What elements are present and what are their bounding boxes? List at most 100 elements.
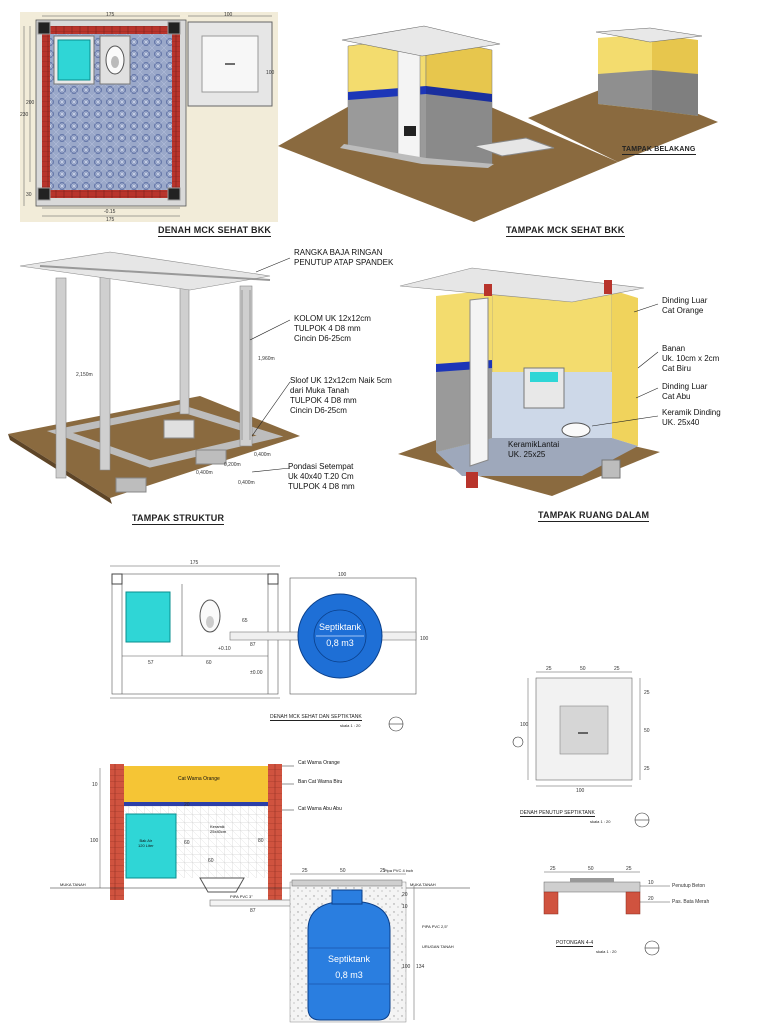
section-dim-20b: 20 [402, 892, 408, 898]
exterior-view-panel: TAMPAK BELAKANG [278, 12, 768, 222]
dim-drop: -0.15 [104, 209, 116, 215]
section-dim-10: 10 [92, 782, 98, 788]
dim-200: 200 [26, 100, 35, 106]
section-bak-air: Bak Air 120 Liter [138, 838, 154, 848]
section-dim-25b: 25 [380, 868, 386, 874]
floor-plan-title: DENAH MCK SEHAT BKK [158, 225, 272, 237]
plan-septic-drawing [110, 565, 417, 699]
section-dim-80: 80 [258, 838, 264, 844]
section-pipe-3: PIPA PVC 3" [230, 894, 253, 899]
dim-100-right: 100 [266, 70, 275, 76]
section-dim-10b: 10 [402, 904, 408, 910]
cut-label-cover: Penutup Beton [672, 883, 706, 889]
exterior-view-title: TAMPAK MCK SEHAT BKK [506, 225, 625, 237]
dim-top-100: 100 [224, 12, 233, 18]
section-marker-icon [634, 812, 650, 828]
label-outer-wall-grey: Dinding Luar Cat Abu [662, 382, 708, 401]
plan-septic-scale: skala 1 : 20 [340, 723, 361, 728]
section-dim-20: 20 [184, 802, 190, 808]
label-sloof: Sloof UK 12x12cm Naik 5cm dari Muka Tana… [290, 376, 392, 415]
dim-0200: 0,200m [224, 462, 241, 468]
section-muka-tanah-left: MUKA TANAH [60, 882, 86, 887]
cut-dim-10: 10 [648, 880, 654, 886]
interior-view-title: TAMPAK RUANG DALAM [538, 510, 650, 522]
exterior-view-drawing [278, 25, 718, 222]
cover-dim-top-25b: 25 [614, 666, 620, 672]
label-roof-frame: RANGKA BAJA RINGAN PENUTUP ATAP SPANDEK [294, 248, 394, 267]
north-arrow-icon [388, 716, 404, 732]
section-keramik: Keramik 25x40cm [210, 824, 227, 834]
structure-view-panel: 2,150m 1,960m 0,400m 0,400m 0,400m 0,200… [0, 240, 394, 510]
dim-57-plan: 57 [148, 660, 154, 666]
cut-dim-25a: 25 [550, 866, 556, 872]
section-paint-orange: Cat Warna Orange [298, 760, 340, 766]
cut-dim-50: 50 [588, 866, 594, 872]
section-pipe-top: Pipa PVC 4 inch [384, 868, 414, 873]
section-dim-60b: 60 [208, 858, 214, 864]
level-zero: ±0.00 [250, 670, 263, 676]
dim-1960: 1,960m [258, 356, 275, 362]
section-tank-volume: 0,8 m3 [335, 970, 363, 980]
cover-dim-top-25a: 25 [546, 666, 552, 672]
floor-plan-panel: 175 100 200 230 30 100 -0.15 175 [20, 12, 278, 223]
dim-230: 230 [20, 112, 29, 118]
plan-septic-panel: 175 100 57 60 65 87 +0.10 ±0.00 100 Sept… [100, 560, 430, 740]
cut-44-panel: 25 50 25 10 20 Penutup Beton Pas. Bata M… [530, 866, 710, 926]
septic-cover-plan-drawing [512, 671, 641, 787]
dim-60-plan: 60 [206, 660, 212, 666]
cover-dim-right-50: 50 [644, 728, 650, 734]
section-paint-grey: Cat Warna Abu Abu [298, 806, 342, 812]
label-blue-band: Banan Uk. 10cm x 2cm Cat Biru [662, 344, 720, 373]
dim-top-175: 175 [106, 12, 115, 18]
label-floor-ceramic: KeramikLantai UK. 25x25 [508, 440, 560, 459]
section-urugan: URUGAN TANAH [422, 944, 454, 949]
section-dim-25a: 25 [302, 868, 308, 874]
section-wall-band: Cat Warna Orange [178, 776, 220, 782]
cover-dim-right-25a: 25 [644, 690, 650, 696]
dim-0400-c: 0,400m [254, 452, 271, 458]
cut-dim-20: 20 [648, 896, 654, 902]
label-foundation: Pondasi Setempat Uk 40x40 T.20 Cm TULPOK… [288, 462, 355, 491]
rear-view-subtitle: TAMPAK BELAKANG [622, 146, 696, 155]
cut-dim-25b: 25 [626, 866, 632, 872]
interior-view-panel: Dinding Luar Cat Orange Banan Uk. 10cm x… [392, 240, 768, 510]
dim-bottom-175: 175 [106, 217, 115, 223]
section-dim-60a: 60 [184, 840, 190, 846]
section-panel: Cat Warna Orange Ban Cat Warna Biru Cat … [40, 758, 470, 1024]
section-dim-50: 50 [340, 868, 346, 874]
dim-87-plan: 87 [250, 642, 256, 648]
dim-0400-b: 0,400m [238, 480, 255, 486]
interior-view-drawing [398, 267, 660, 496]
dim-100-tank: 100 [420, 636, 429, 642]
structure-view-drawing [8, 251, 300, 504]
cut-label-brick: Pas. Bata Merah [672, 899, 710, 905]
dim-2150: 2,150m [76, 372, 93, 378]
dim-65-plan: 65 [242, 618, 248, 624]
dim-175-plan: 175 [190, 560, 199, 566]
dim-30: 30 [26, 192, 32, 198]
plan-tank-volume: 0,8 m3 [326, 638, 354, 648]
cut-44-scale: skala 1 : 20 [596, 949, 617, 954]
section-dim-100: 100 [90, 838, 99, 844]
septic-cover-title: DENAH PENUTUP SEPTIKTANK [520, 810, 595, 817]
plan-septic-title-block: DENAH MCK SEHAT DAN SEPTIKTANK skala 1 :… [270, 714, 410, 736]
cover-dim-bottom-100: 100 [576, 788, 585, 794]
structure-view-title: TAMPAK STRUKTUR [132, 513, 225, 525]
section-dim-100b: 100 [402, 964, 411, 970]
septic-cover-title-block: DENAH PENUTUP SEPTIKTANK skala 1 : 20 [520, 810, 660, 832]
section-pipe-25: PIPA PVC 2,5" [422, 924, 449, 929]
section-tank-label: Septiktank [327, 954, 371, 964]
dim-100-plan: 100 [338, 572, 347, 578]
section-dim-134: 134 [416, 964, 425, 970]
floor-plan-drawing [20, 12, 278, 222]
label-wall-ceramic: Keramik Dinding UK. 25x40 [662, 408, 721, 427]
label-column: KOLOM UK 12x12cm TULPOK 4 D8 mm Cincin D… [294, 314, 371, 343]
level-plus: +0.10 [218, 646, 231, 652]
plan-septic-title: DENAH MCK SEHAT DAN SEPTIKTANK [270, 714, 362, 721]
section-drawing [50, 764, 470, 1023]
cut-44-title-block: POTONGAN 4-4 skala 1 : 20 [556, 940, 666, 962]
cover-dim-top-50: 50 [580, 666, 586, 672]
cut-marker-icon [644, 940, 660, 956]
section-band-blue: Ban Cat Warna Biru [298, 779, 343, 785]
plan-tank-label: Septiktank [318, 622, 362, 632]
